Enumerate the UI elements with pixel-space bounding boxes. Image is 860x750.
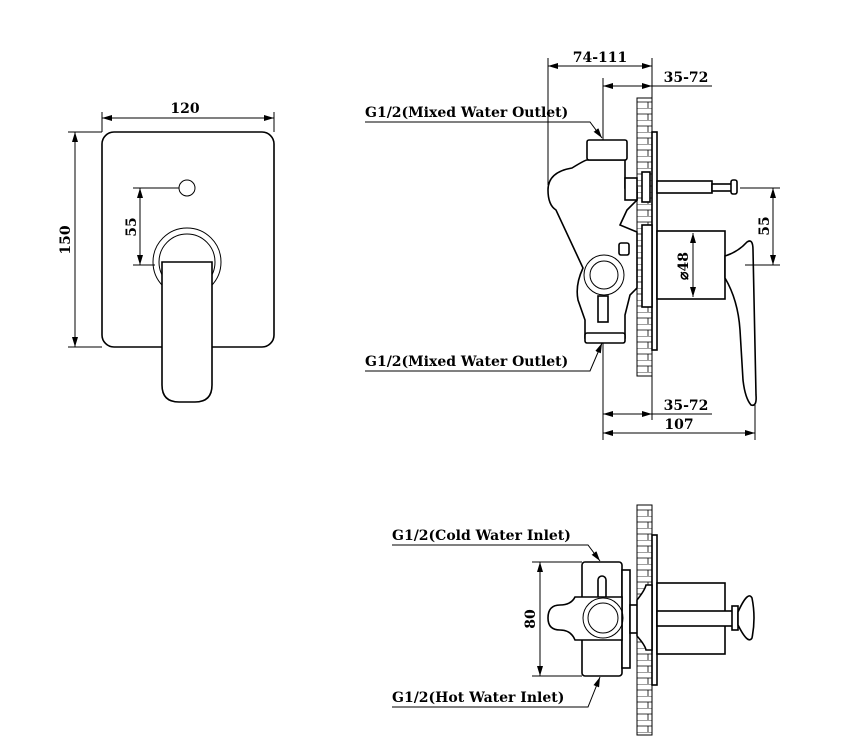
- port-ring: [583, 254, 625, 296]
- cold-inlet-label: G1/2(Cold Water Inlet): [392, 528, 571, 544]
- depth-dimension-top: 74-111: [573, 50, 628, 66]
- valve-body: [547, 159, 638, 339]
- total-dimension: 107: [664, 417, 693, 433]
- hot-inlet-label: G1/2(Hot Water Inlet): [392, 690, 564, 706]
- port-stem: [597, 295, 609, 323]
- height-dimension: 150: [58, 225, 74, 254]
- front-view: 120 150 55: [58, 101, 275, 403]
- diverter-stem: [656, 180, 713, 194]
- wall-dimension-top: 35-72: [664, 70, 709, 86]
- diverter-stem-top: [656, 610, 736, 627]
- inlet-body: [547, 596, 623, 641]
- outlet-label-bottom: G1/2(Mixed Water Outlet): [365, 354, 568, 370]
- nut: [624, 177, 638, 201]
- outlet-fitting-top: [586, 139, 628, 161]
- inlet-port-ring: [582, 597, 624, 639]
- port-ring-inner: [589, 260, 619, 290]
- offset-dimension: 55: [124, 217, 140, 236]
- wall-dimension-bottom: 35-72: [664, 398, 709, 414]
- width-dimension: 120: [170, 101, 199, 117]
- lever-side: [724, 240, 757, 407]
- side-view: 74-111 35-72 G1/2(Mixed Water Outlet) G1…: [365, 50, 780, 440]
- diameter-dimension: ⌀48: [676, 252, 692, 280]
- outlet-fitting-bottom: [584, 332, 626, 344]
- diverter-knob-top: [737, 595, 755, 641]
- top-view: G1/2(Cold Water Inlet) G1/2(Hot Water In…: [392, 504, 755, 736]
- lever-handle: [161, 261, 213, 403]
- offset-dimension-side: 55: [757, 216, 773, 235]
- inlet-spacing-dimension: 80: [523, 609, 539, 629]
- small-plug: [618, 242, 630, 256]
- outlet-label-top: G1/2(Mixed Water Outlet): [365, 105, 568, 121]
